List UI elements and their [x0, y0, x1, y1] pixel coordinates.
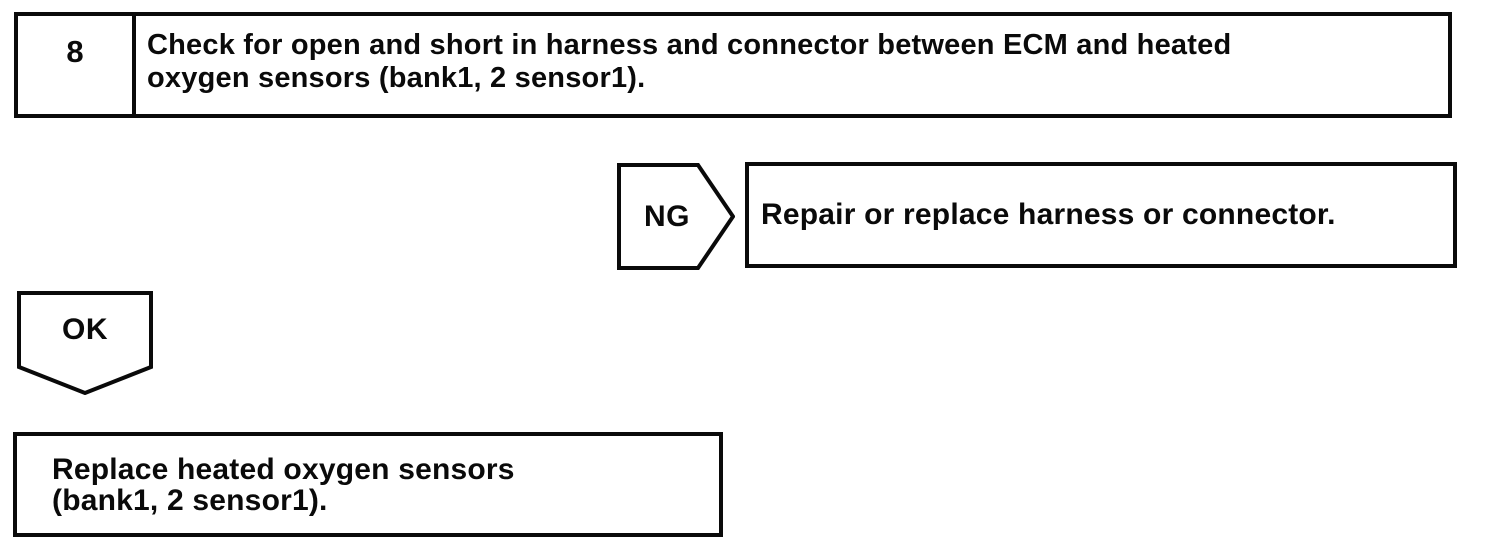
ng-pentagon-icon [617, 163, 735, 270]
ok-result-box: Replace heated oxygen sensors (bank1, 2 … [13, 432, 723, 537]
ng-result-text: Repair or replace harness or connector. [761, 198, 1336, 231]
step-instruction-cell: Check for open and short in harness and … [136, 16, 1448, 114]
ok-pentagon-icon [17, 291, 153, 395]
ng-label: NG [644, 199, 690, 233]
ok-result-text: Replace heated oxygen sensors (bank1, 2 … [52, 452, 515, 517]
ng-connector: NG [617, 163, 735, 270]
step-box: 8 Check for open and short in harness an… [14, 12, 1452, 118]
step-number: 8 [18, 16, 136, 114]
step-instruction-text: Check for open and short in harness and … [147, 29, 1232, 94]
ok-label: OK [62, 313, 108, 346]
ok-connector: OK [17, 291, 153, 395]
ng-result-box: Repair or replace harness or connector. [745, 162, 1457, 268]
